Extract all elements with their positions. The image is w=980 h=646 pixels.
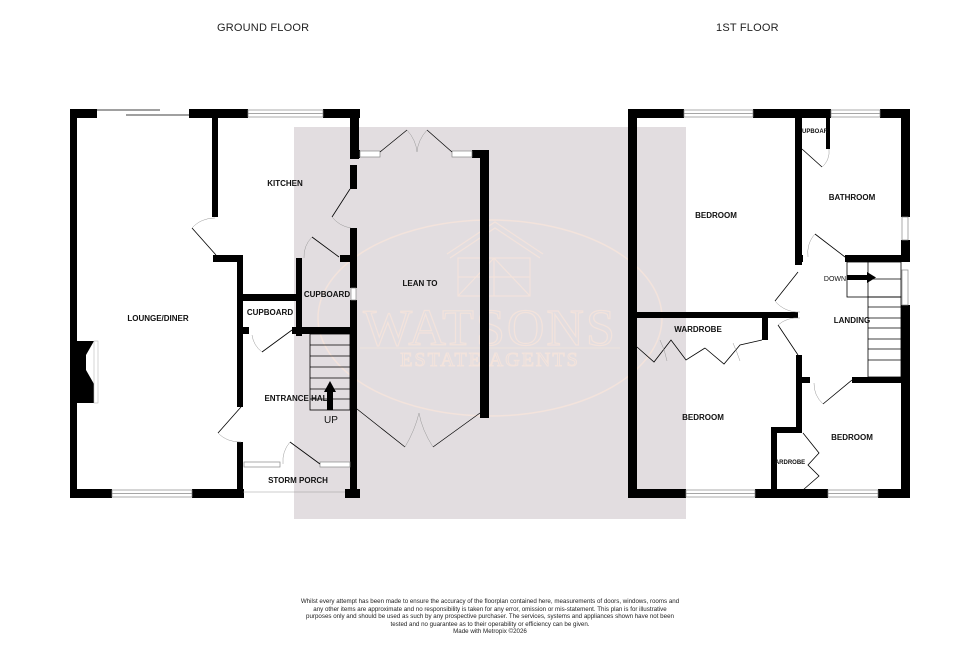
ground-doors <box>191 188 352 465</box>
room-label-cupboard-hall: CUPBOARD <box>247 308 293 317</box>
ground-floor-plan: LOUNGE/DINER KITCHEN CUPBOARD CUPBOARD L… <box>70 109 489 498</box>
room-label-cupboard-kitchen: CUPBOARD <box>304 290 350 299</box>
room-label-kitchen: KITCHEN <box>267 179 303 188</box>
watermark-tagline: ESTATE AGENTS <box>400 349 579 371</box>
first-windows <box>683 109 909 498</box>
room-label-bathroom: BATHROOM <box>829 193 876 202</box>
lean-to-walls <box>350 150 489 418</box>
room-label-small-wardrobe: ARDROBE <box>775 460 805 466</box>
metropix-credit: Made with Metropix ©2026 <box>453 628 527 636</box>
stairs-up-label: UP <box>324 415 338 426</box>
stairs-down-arrow-icon <box>847 272 876 283</box>
room-label-cupboard: UPBOAR <box>802 129 829 135</box>
ground-windows <box>111 109 357 498</box>
stairs-up-arrow-icon <box>324 381 336 410</box>
room-label-bedroom-small: BEDROOM <box>831 433 873 442</box>
room-label-storm-porch: STORM PORCH <box>268 476 328 485</box>
ground-floor-title: GROUND FLOOR <box>217 22 310 34</box>
stairs-down-label: DOWN <box>824 276 846 283</box>
room-label-lounge-diner: LOUNGE/DINER <box>127 314 189 323</box>
room-label-landing: LANDING <box>834 316 870 325</box>
first-doors <box>636 148 853 491</box>
sliding-door <box>97 109 189 116</box>
room-label-entrance-hall: ENTRANCE HAL <box>264 394 327 403</box>
watermark-background <box>294 127 686 519</box>
room-label-bedroom-front: BEDROOM <box>695 211 737 220</box>
room-label-bedroom-rear: BEDROOM <box>682 413 724 422</box>
disclaimer-text: Whilst every attempt has been made to en… <box>300 598 680 628</box>
disclaimer: Whilst every attempt has been made to en… <box>300 598 680 636</box>
room-label-lean-to: LEAN TO <box>403 279 438 288</box>
first-floor-title: 1ST FLOOR <box>716 22 779 34</box>
room-label-wardrobe: WARDROBE <box>674 325 722 334</box>
first-floor-plan: BEDROOM BATHROOM UPBOAR WARDROBE LANDING… <box>628 109 910 498</box>
